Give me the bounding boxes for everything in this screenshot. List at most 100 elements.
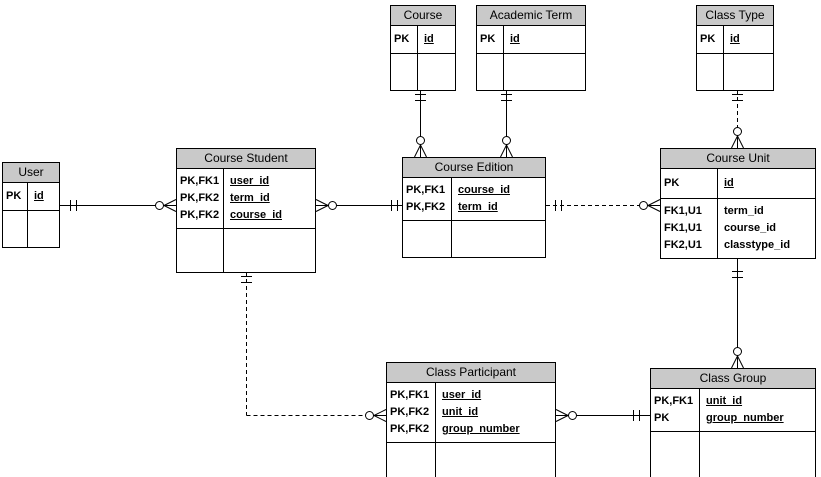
entity-course-student[interactable]: Course Student PK,FK1 user_id PK,FK2 ter… (176, 148, 316, 273)
key-section: PK,FK1 unit_id PK group_number (651, 389, 815, 431)
zero-circle-icon (365, 411, 374, 420)
key-tag: PK (654, 412, 670, 424)
column-name: unit_id (706, 395, 743, 407)
zero-circle-icon (502, 136, 511, 145)
entity-user[interactable]: User PK id (2, 162, 60, 248)
key-tag: PK,FK2 (390, 406, 430, 418)
attribute-row: PK,FK2 course_id (177, 207, 315, 224)
attribute-row: FK1,U1 course_id (661, 220, 815, 237)
entity-body: PK id (477, 26, 585, 90)
entity-title: Class Participant (387, 363, 555, 383)
zero-circle-icon (733, 347, 742, 356)
column-name: term_id (724, 205, 764, 217)
key-tag: PK,FK2 (180, 192, 220, 204)
attribute-row: PK,FK2 unit_id (387, 404, 555, 421)
entity-course[interactable]: Course PK id (390, 5, 456, 91)
attribute-row: PK id (477, 31, 585, 48)
column-name: id (730, 33, 740, 45)
key-section: PK,FK1 user_id PK,FK2 unit_id PK,FK2 gro… (387, 383, 555, 442)
entity-title: Academic Term (477, 6, 585, 26)
zero-circle-icon (639, 201, 648, 210)
entity-body: PK,FK1 user_id PK,FK2 unit_id PK,FK2 gro… (387, 383, 555, 477)
column-separator (699, 389, 700, 477)
column-name: term_id (458, 201, 498, 213)
attribute-section-empty (697, 53, 773, 90)
zero-circle-icon (328, 201, 337, 210)
column-name: group_number (442, 423, 520, 435)
entity-class-type[interactable]: Class Type PK id (696, 5, 774, 91)
rel-class-group-class-participant (555, 409, 650, 422)
column-name: unit_id (442, 406, 479, 418)
attribute-row: PK,FK1 user_id (387, 387, 555, 404)
key-tag: PK,FK2 (180, 209, 220, 221)
crow-foot-icon (414, 144, 427, 158)
column-name: course_id (724, 222, 776, 234)
column-separator (417, 26, 418, 90)
attribute-row: PK id (3, 188, 59, 205)
key-section: PK,FK1 user_id PK,FK2 term_id PK,FK2 cou… (177, 169, 315, 228)
entity-title: User (3, 163, 59, 183)
attribute-row: PK id (661, 175, 815, 192)
attribute-row: PK,FK2 term_id (177, 190, 315, 207)
column-name: id (724, 177, 734, 189)
rel-academic-term-course-edition (500, 83, 513, 158)
key-tag: PK (664, 177, 680, 189)
key-tag: PK,FK1 (654, 395, 694, 407)
entity-title: Course (391, 6, 455, 26)
key-tag: PK (480, 33, 496, 45)
column-name: user_id (230, 175, 270, 187)
crow-foot-icon (647, 199, 661, 212)
key-tag: PK (6, 190, 22, 202)
column-name: classtype_id (724, 239, 791, 251)
entity-body: PK,FK1 user_id PK,FK2 term_id PK,FK2 cou… (177, 169, 315, 272)
entity-body: PK id (3, 183, 59, 247)
entity-class-participant[interactable]: Class Participant PK,FK1 user_id PK,FK2 … (386, 362, 556, 477)
rel-course-student-class-participant (241, 265, 387, 422)
attribute-section-empty (403, 220, 545, 257)
rel-course-course-edition (414, 83, 427, 158)
crow-foot-icon (163, 199, 177, 212)
column-name: term_id (230, 192, 270, 204)
key-section: PK id (697, 26, 773, 53)
attribute-row: FK2,U1 classtype_id (661, 237, 815, 254)
rel-class-type-course-unit (731, 83, 744, 149)
rel-course-edition-course-unit (546, 199, 661, 212)
column-name: id (510, 33, 520, 45)
crow-foot-icon (373, 409, 387, 422)
key-tag: PK (394, 33, 410, 45)
attribute-row: PK id (391, 31, 455, 48)
key-tag: PK,FK2 (406, 201, 446, 213)
attribute-section-empty (3, 210, 59, 247)
attribute-row: PK,FK1 course_id (403, 182, 545, 199)
attribute-section-empty (391, 53, 455, 90)
zero-circle-icon (733, 127, 742, 136)
entity-course-unit[interactable]: Course Unit PK id FK1,U1 term_id FK1,U1 … (660, 148, 816, 259)
attribute-row: PK,FK2 term_id (403, 199, 545, 216)
attribute-row: PK,FK1 user_id (177, 173, 315, 190)
column-name: user_id (442, 389, 482, 401)
key-section: PK id (391, 26, 455, 53)
column-name: course_id (458, 184, 510, 196)
key-tag: PK,FK1 (180, 175, 220, 187)
key-tag: FK1,U1 (664, 222, 702, 234)
entity-academic-term[interactable]: Academic Term PK id (476, 5, 586, 91)
attribute-section: FK1,U1 term_id FK1,U1 course_id FK2,U1 c… (661, 198, 815, 258)
key-section: PK id (477, 26, 585, 53)
entity-course-edition[interactable]: Course Edition PK,FK1 course_id PK,FK2 t… (402, 157, 546, 258)
column-separator (451, 178, 452, 257)
entity-body: PK id FK1,U1 term_id FK1,U1 course_id FK… (661, 169, 815, 258)
rel-user-course-student (60, 199, 177, 212)
key-tag: PK,FK2 (390, 423, 430, 435)
crow-foot-icon (731, 135, 744, 149)
key-section: PK id (661, 169, 815, 198)
column-name: course_id (230, 209, 282, 221)
column-separator (435, 383, 436, 477)
entity-title: Class Group (651, 369, 815, 389)
entity-class-group[interactable]: Class Group PK,FK1 unit_id PK group_numb… (650, 368, 816, 477)
entity-body: PK id (697, 26, 773, 90)
entity-body: PK id (391, 26, 455, 90)
entity-title: Class Type (697, 6, 773, 26)
key-tag: PK,FK1 (406, 184, 446, 196)
